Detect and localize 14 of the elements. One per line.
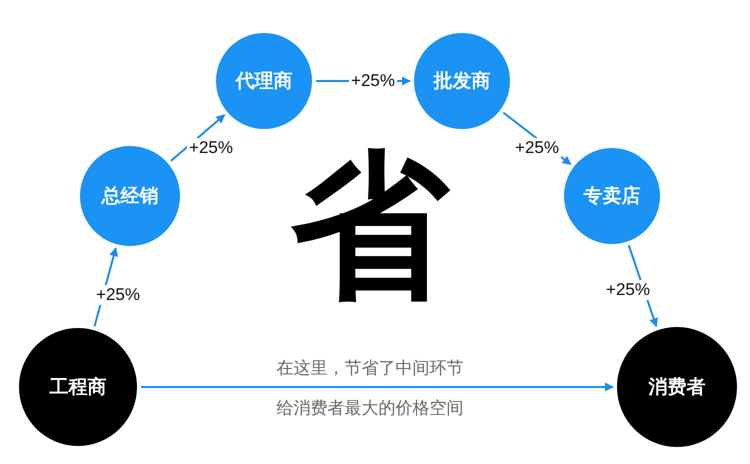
arrow — [141, 382, 614, 392]
node-label: 消费者 — [648, 375, 706, 400]
edge-label: +25% — [94, 285, 142, 305]
edge-label: +25% — [604, 280, 652, 300]
note-text: 在这里，节省了中间环节 — [276, 358, 464, 380]
node-label: 专卖店 — [584, 184, 640, 209]
edge-label: +25% — [513, 138, 561, 158]
note-text: 给消费者最大的价格空间 — [276, 398, 464, 420]
node-label: 总经销 — [102, 184, 158, 209]
arrow — [170, 114, 226, 162]
node-label: 代理商 — [236, 69, 292, 94]
big-character: 省 — [291, 134, 449, 320]
node-label: 工程商 — [50, 375, 106, 400]
node-label: 批发商 — [434, 69, 490, 94]
